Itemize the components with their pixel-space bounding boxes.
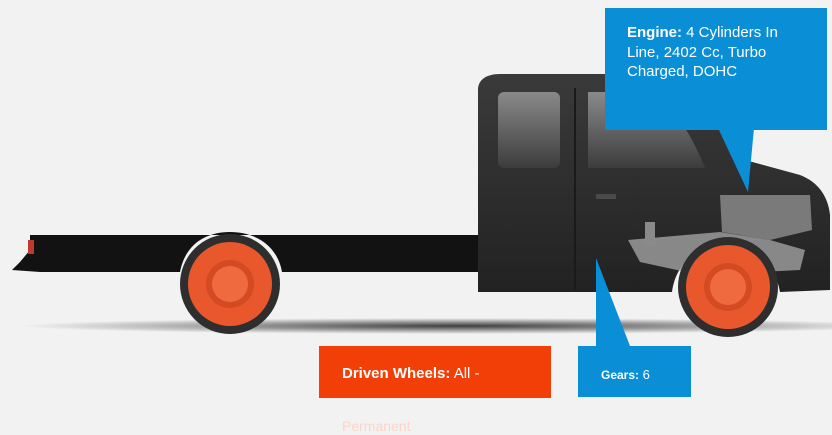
driven-wheels-overflow-text: Permanent — [342, 418, 411, 434]
door-handle — [596, 194, 616, 199]
rear-wheel — [180, 234, 280, 334]
driven-wheels-label: Driven Wheels: — [342, 365, 451, 382]
gears-callout-pointer — [596, 258, 630, 346]
engine-callout: Engine: 4 Cylinders In Line, 2402 Cc, Tu… — [605, 8, 827, 130]
engine-callout-pointer — [718, 128, 754, 192]
truck-chassis — [12, 232, 480, 272]
engine-label: Engine: — [627, 24, 682, 41]
driven-wheels-callout: Driven Wheels: All - — [319, 346, 551, 398]
engine-part — [645, 222, 655, 246]
front-wheel — [678, 237, 778, 337]
rear-light — [28, 240, 34, 254]
engine-block — [720, 195, 812, 240]
gears-value: 6 — [642, 367, 650, 382]
gears-callout: Gears: 6 — [578, 346, 691, 397]
gears-label: Gears: — [601, 368, 640, 382]
driven-wheels-value: All - — [453, 365, 480, 382]
rear-window — [498, 92, 560, 168]
engine-value: 4 Cylinders In Line, 2402 Cc, Turbo Char… — [627, 24, 778, 80]
